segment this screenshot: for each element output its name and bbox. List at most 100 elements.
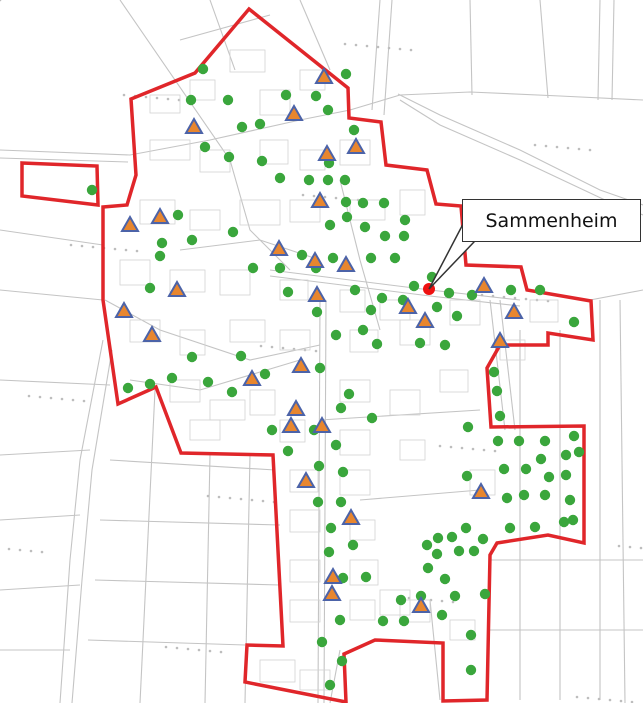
green-dot-marker bbox=[322, 104, 334, 116]
green-dot-marker bbox=[310, 90, 322, 102]
green-dot-marker bbox=[564, 494, 576, 506]
parcel bbox=[149, 139, 191, 161]
orange-triangle-marker bbox=[312, 415, 332, 433]
green-dot-marker bbox=[316, 636, 328, 648]
road-node bbox=[29, 549, 33, 553]
parcel bbox=[169, 379, 201, 403]
green-dot-marker bbox=[311, 306, 323, 318]
road-segment bbox=[619, 299, 626, 703]
parcel bbox=[169, 269, 206, 293]
green-dot-marker bbox=[256, 155, 268, 167]
road-segment bbox=[204, 454, 211, 703]
green-dot-marker bbox=[360, 571, 372, 583]
green-dot-marker bbox=[330, 329, 342, 341]
parcel bbox=[339, 429, 371, 456]
green-dot-marker bbox=[172, 209, 184, 221]
orange-triangle-marker bbox=[114, 300, 134, 318]
road-segment bbox=[179, 14, 271, 41]
green-dot-marker bbox=[266, 424, 278, 436]
green-dot-marker bbox=[226, 386, 238, 398]
road-node bbox=[343, 42, 347, 46]
road-node bbox=[376, 45, 380, 49]
road-node bbox=[480, 293, 484, 297]
green-dot-marker bbox=[223, 151, 235, 163]
green-dot-marker bbox=[227, 226, 239, 238]
orange-triangle-marker bbox=[269, 238, 289, 256]
road-node bbox=[82, 399, 86, 403]
green-dot-marker bbox=[347, 539, 359, 551]
road-node bbox=[555, 145, 559, 149]
parcel bbox=[449, 299, 481, 326]
orange-triangle-marker bbox=[398, 296, 418, 314]
road-node bbox=[69, 243, 73, 247]
orange-triangle-marker bbox=[242, 368, 262, 386]
green-dot-marker bbox=[439, 573, 451, 585]
green-dot-marker bbox=[312, 496, 324, 508]
road-segment bbox=[0, 289, 104, 301]
parcel bbox=[279, 329, 311, 351]
parcel bbox=[229, 319, 266, 343]
road-node bbox=[387, 46, 391, 50]
road-node bbox=[259, 344, 263, 348]
road-segment bbox=[71, 349, 113, 703]
road-node bbox=[239, 497, 243, 501]
road-node bbox=[219, 650, 223, 654]
road-node bbox=[80, 244, 84, 248]
boundary-outline-main bbox=[101, 6, 595, 703]
green-dot-marker bbox=[504, 522, 516, 534]
green-dot-marker bbox=[156, 237, 168, 249]
road-node bbox=[0, 0, 2, 2]
green-dot-marker bbox=[340, 68, 352, 80]
road-node bbox=[586, 696, 590, 700]
road-node bbox=[544, 144, 548, 148]
road-node bbox=[639, 546, 643, 550]
road-node bbox=[113, 247, 117, 251]
road-node bbox=[608, 698, 612, 702]
orange-triangle-marker bbox=[142, 324, 162, 342]
green-dot-marker bbox=[543, 471, 555, 483]
road-segment bbox=[371, 0, 381, 111]
green-dot-marker bbox=[465, 629, 477, 641]
green-dot-marker bbox=[398, 230, 410, 242]
road-segment bbox=[0, 449, 91, 456]
road-segment bbox=[209, 0, 236, 71]
green-dot-marker bbox=[336, 655, 348, 667]
road-node bbox=[354, 43, 358, 47]
green-dot-marker bbox=[466, 289, 478, 301]
road-node bbox=[449, 445, 453, 449]
road-segment bbox=[0, 514, 81, 521]
road-segment bbox=[429, 599, 441, 701]
parcel bbox=[229, 49, 266, 73]
parcel bbox=[209, 399, 246, 421]
green-dot-marker bbox=[359, 221, 371, 233]
road-segment bbox=[299, 0, 331, 71]
green-dot-marker bbox=[236, 121, 248, 133]
road-node bbox=[438, 444, 442, 448]
road-node bbox=[18, 548, 22, 552]
orange-triangle-marker bbox=[474, 275, 494, 293]
road-node bbox=[491, 294, 495, 298]
green-dot-marker bbox=[303, 174, 315, 186]
road-segment bbox=[0, 584, 81, 591]
parcel bbox=[339, 469, 371, 496]
parcel bbox=[289, 509, 321, 533]
green-dot-marker bbox=[379, 230, 391, 242]
orange-triangle-marker bbox=[291, 355, 311, 373]
green-dot-marker bbox=[491, 385, 503, 397]
triangle-markers bbox=[114, 66, 524, 613]
road-node bbox=[7, 547, 11, 551]
road-node bbox=[533, 143, 537, 147]
road-segment bbox=[397, 93, 643, 206]
orange-triangle-marker bbox=[336, 254, 356, 272]
road-node bbox=[524, 297, 528, 301]
green-dot-marker bbox=[144, 378, 156, 390]
place-label: Sammenheim bbox=[485, 209, 618, 232]
green-dot-marker bbox=[186, 234, 198, 246]
road-node bbox=[577, 147, 581, 151]
green-dot-marker bbox=[274, 172, 286, 184]
green-dot-marker bbox=[254, 118, 266, 130]
parcel bbox=[179, 329, 206, 356]
green-dot-marker bbox=[376, 292, 388, 304]
